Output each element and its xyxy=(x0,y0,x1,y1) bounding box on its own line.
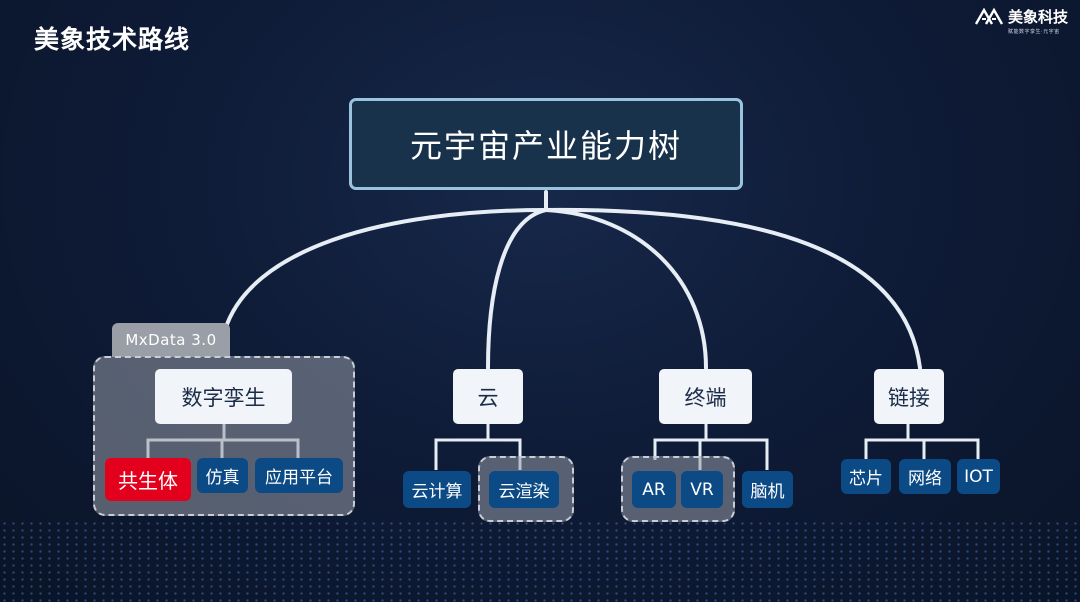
leaf-iot: IOT xyxy=(957,459,1000,494)
leaf-ar: AR xyxy=(632,471,676,508)
triangle-logo-icon xyxy=(974,7,1004,25)
branch-terminal: 终端 xyxy=(659,369,752,424)
leaf-simulation: 仿真 xyxy=(197,458,248,493)
branch-digital-twin: 数字孪生 xyxy=(155,369,292,424)
leaf-cloud-computing: 云计算 xyxy=(403,471,471,508)
dot-pattern-background xyxy=(0,520,1080,602)
leaf-symbiont: 共生体 xyxy=(105,458,191,501)
page-title: 美象技术路线 xyxy=(34,25,191,54)
connector-to-terminal xyxy=(544,208,708,370)
leaf-cloud-rendering: 云渲染 xyxy=(489,471,559,508)
leaf-vr: VR xyxy=(681,471,723,508)
branch-link: 链接 xyxy=(874,369,944,424)
connector-to-link xyxy=(544,207,922,370)
root-node: 元宇宙产业能力树 xyxy=(349,98,743,190)
leaf-brain-computer: 脑机 xyxy=(742,471,793,508)
connector-to-cloud xyxy=(486,208,548,370)
branch-cloud: 云 xyxy=(453,369,523,424)
connector-to-digital-twin xyxy=(223,208,548,332)
leaf-network: 网络 xyxy=(899,459,951,494)
cloud-leaf-connector xyxy=(434,424,522,470)
brand-name: 美象科技 xyxy=(1007,8,1068,26)
leaf-application-platform: 应用平台 xyxy=(255,458,343,493)
version-tag: MxData 3.0 xyxy=(112,323,230,357)
brand-tagline: 赋能数字孪生·元宇宙 xyxy=(1007,29,1060,35)
link-leaf-connector xyxy=(864,424,980,460)
leaf-chip: 芯片 xyxy=(841,459,891,494)
brand-logo: 美象科技 赋能数字孪生·元宇宙 xyxy=(974,6,1068,35)
